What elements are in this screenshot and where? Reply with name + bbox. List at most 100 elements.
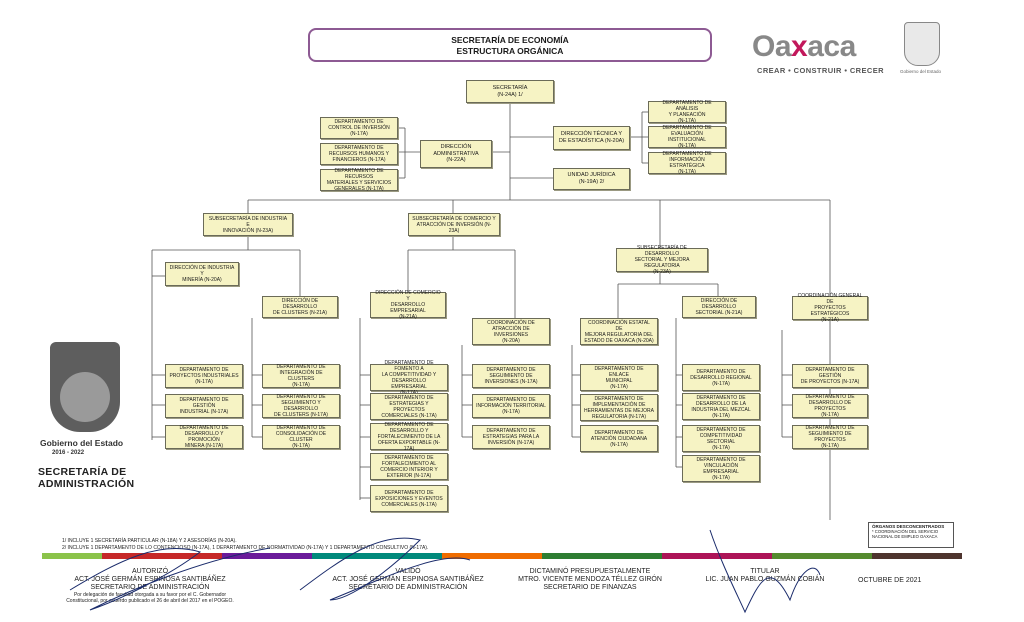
box-sectorial-dep-1-line-0: DEPARTAMENTO DE: [696, 394, 746, 401]
box-dir-comercio-line-2: (N-21A): [399, 314, 417, 320]
box-comercio-dep-3-line-2: COMERCIO INTERIOR Y: [380, 466, 438, 473]
box-sectorial-dep-2-line-2: (N-17A): [712, 444, 730, 451]
box-admin-dep-1-line-2: FINANCIEROS (N-17A): [332, 157, 386, 163]
box-industria-dep-1-line-1: INDUSTRIAL (N-17A): [179, 409, 229, 415]
box-secretaria-line-0: SECRETARÍA: [492, 84, 528, 91]
box-industria-dep-2-line-0: DEPARTAMENTO DE: [179, 425, 229, 431]
box-industria-dep-0-line-1: PROYECTOS INDUSTRIALES: [169, 373, 239, 379]
box-clusters-dep-2-line-2: (N-17A): [292, 443, 310, 449]
dictamino-label: DICTAMINÓ PRESUPUESTALMENTE: [529, 568, 651, 575]
box-clusters-dep-0-line-2: (N-17A): [292, 382, 310, 388]
box-unidad-juridica-line-1: (N-19A) 2/: [578, 179, 605, 185]
box-comercio-dep-2-line-0: DEPARTAMENTO DE: [384, 421, 434, 428]
box-direccion-tecnica-line-0: DIRECCIÓN TÉCNICA Y: [560, 131, 623, 138]
box-atraccion-dep-2-line-1: ESTRATEGIAS PARA LA: [482, 434, 540, 440]
box-sub-desarrollo-line-1: SECTORIAL Y MEJORA REGULATORIA: [634, 257, 690, 269]
box-sectorial-dep-2-line-0: DEPARTAMENTO DE: [696, 426, 746, 433]
signature-valido: VALIDÓ ACT. JOSÉ GERMÁN ESPINOSA SANTIBÁ…: [318, 568, 498, 592]
logo-part-a: Oa: [752, 30, 792, 63]
box-atraccion-dep-0-line-0: DEPARTAMENTO DE: [486, 367, 536, 373]
logo-part-b: aca: [807, 30, 856, 63]
box-industria-dep-2-line-2: MINERA (N-17A): [184, 443, 224, 449]
footnote-1: 1/ INCLUYE 1 SECRETARÍA PARTICULAR (N-18…: [62, 538, 237, 544]
box-coord-mejora-line-2: ESTADO DE OAXACA (N-20A): [584, 337, 654, 344]
box-comercio-dep-1-line-0: DEPARTAMENTO DE: [384, 394, 434, 401]
chart-subtitle: ESTRUCTURA ORGÁNICA: [456, 46, 564, 56]
box-tecnica-dep-1-line-0: DEPARTAMENTO DE: [662, 125, 712, 131]
box-proyectos-dep-1-line-2: (N-17A): [821, 412, 839, 418]
box-industria-dep-0-line-2: (N-17A): [195, 379, 213, 385]
secretaria-admin-label: SECRETARÍA DE ADMINISTRACIÓN: [38, 466, 134, 490]
box-dir-industria-line-1: MINERÍA (N-20A): [182, 277, 222, 283]
box-industria-dep-2-line-1: DESARROLLO Y PROMOCIÓN: [184, 431, 224, 443]
signature-dictamino: DICTAMINÓ PRESUPUESTALMENTE MTRO. VICENT…: [500, 568, 680, 592]
box-dir-comercio-line-0: DIRECCIÓN DE COMERCIO Y: [375, 290, 441, 302]
box-tecnica-dep-2-line-0: DEPARTAMENTO DE: [662, 151, 712, 157]
box-mejora-dep-0-line-2: (N-17A): [610, 383, 628, 390]
oaxaca-logo: Oaxaca: [752, 30, 856, 64]
box-dir-sectorial-line-1: SECTORIAL (N-21A): [695, 310, 743, 316]
box-proyectos-dep-1-line-0: DEPARTAMENTO DE: [805, 394, 855, 400]
box-atraccion-dep-1-line-2: (N-17A): [502, 409, 520, 415]
box-dir-clusters-line-0: DIRECCIÓN DE DESARROLLO: [281, 298, 319, 310]
box-atraccion-dep-0-line-1: SEGUIMIENTO DE: [489, 373, 533, 379]
box-comercio-dep-0-line-1: LA COMPETITIVIDAD Y: [381, 371, 437, 378]
box-coord-atraccion-line-2: (N-20A): [502, 337, 520, 344]
box-mejora-dep-1-line-2: HERRAMIENTAS DE MEJORA: [584, 407, 654, 414]
box-sectorial-dep-3-line-2: (N-17A): [712, 474, 730, 481]
box-mejora-dep-1-line-3: REGULATORIA (N-17A): [592, 413, 646, 420]
box-mejora-dep-1-line-1: IMPLEMENTACIÓN DE: [592, 401, 646, 408]
box-tecnica-dep-1-line-2: (N-17A): [678, 143, 696, 149]
box-comercio-dep-1-line-2: COMERCIALES (N-17A): [381, 412, 437, 419]
box-coord-mejora-line-0: COORDINACIÓN ESTATAL DE: [588, 319, 650, 332]
box-direccion-administrativa-line-1: ADMINISTRATIVA: [433, 150, 479, 157]
box-tecnica-dep-0-line-0: DEPARTAMENTO DE ANÁLISIS: [662, 100, 712, 112]
organos-title: ÓRGANOS DESCONCENTRADOS: [872, 524, 945, 529]
box-sectorial-dep-1-line-1: DESARROLLO DE LA: [695, 400, 747, 407]
box-direccion-administrativa-line-2: (N-22A): [446, 157, 466, 164]
box-sectorial-dep-1-line-3: (N-17A): [712, 412, 730, 419]
box-comercio-dep-4-line-2: COMERCIALES (N-17A): [381, 501, 437, 508]
box-atraccion-dep-1-line-0: DEPARTAMENTO DE: [486, 397, 536, 403]
box-mejora-dep-2-line-2: (N-17A): [610, 441, 628, 448]
box-admin-dep-1-line-1: RECURSOS HUMANOS Y: [329, 151, 389, 157]
chart-title: SECRETARÍA DE ECONOMÍA: [451, 35, 569, 45]
autorizo-note1: Por delegación de facultad otorgada a su…: [73, 592, 227, 598]
box-comercio-dep-3-line-0: DEPARTAMENTO DE: [384, 454, 434, 461]
box-admin-dep-2-line-1: MATERIALES Y SERVICIOS: [326, 180, 392, 186]
box-tecnica-dep-0-line-2: (N-17A): [678, 118, 696, 124]
box-sub-industria-line-1: INNOVACIÓN (N-23A): [222, 227, 274, 234]
box-tecnica-dep-2-line-2: (N-17A): [678, 169, 696, 175]
box-industria-dep-1-line-0: DEPARTAMENTO DE GESTIÓN: [179, 397, 229, 409]
box-comercio-dep-4-line-1: EXPOSICIONES Y EVENTOS: [375, 495, 443, 502]
box-comercio-dep-0-line-3: (N-17A): [374, 390, 444, 396]
box-proyectos-dep-0-line-1: DE PROYECTOS (N-17A): [800, 379, 860, 385]
box-atraccion-dep-0-line-2: INVERSIONES (N-17A): [484, 379, 538, 385]
box-clusters-dep-2-line-0: DEPARTAMENTO DE: [276, 425, 326, 431]
box-industria-dep-0-line-0: DEPARTAMENTO DE: [179, 367, 229, 373]
box-comercio-dep-1-line-1: ESTRATEGIAS Y PROYECTOS: [389, 400, 429, 413]
